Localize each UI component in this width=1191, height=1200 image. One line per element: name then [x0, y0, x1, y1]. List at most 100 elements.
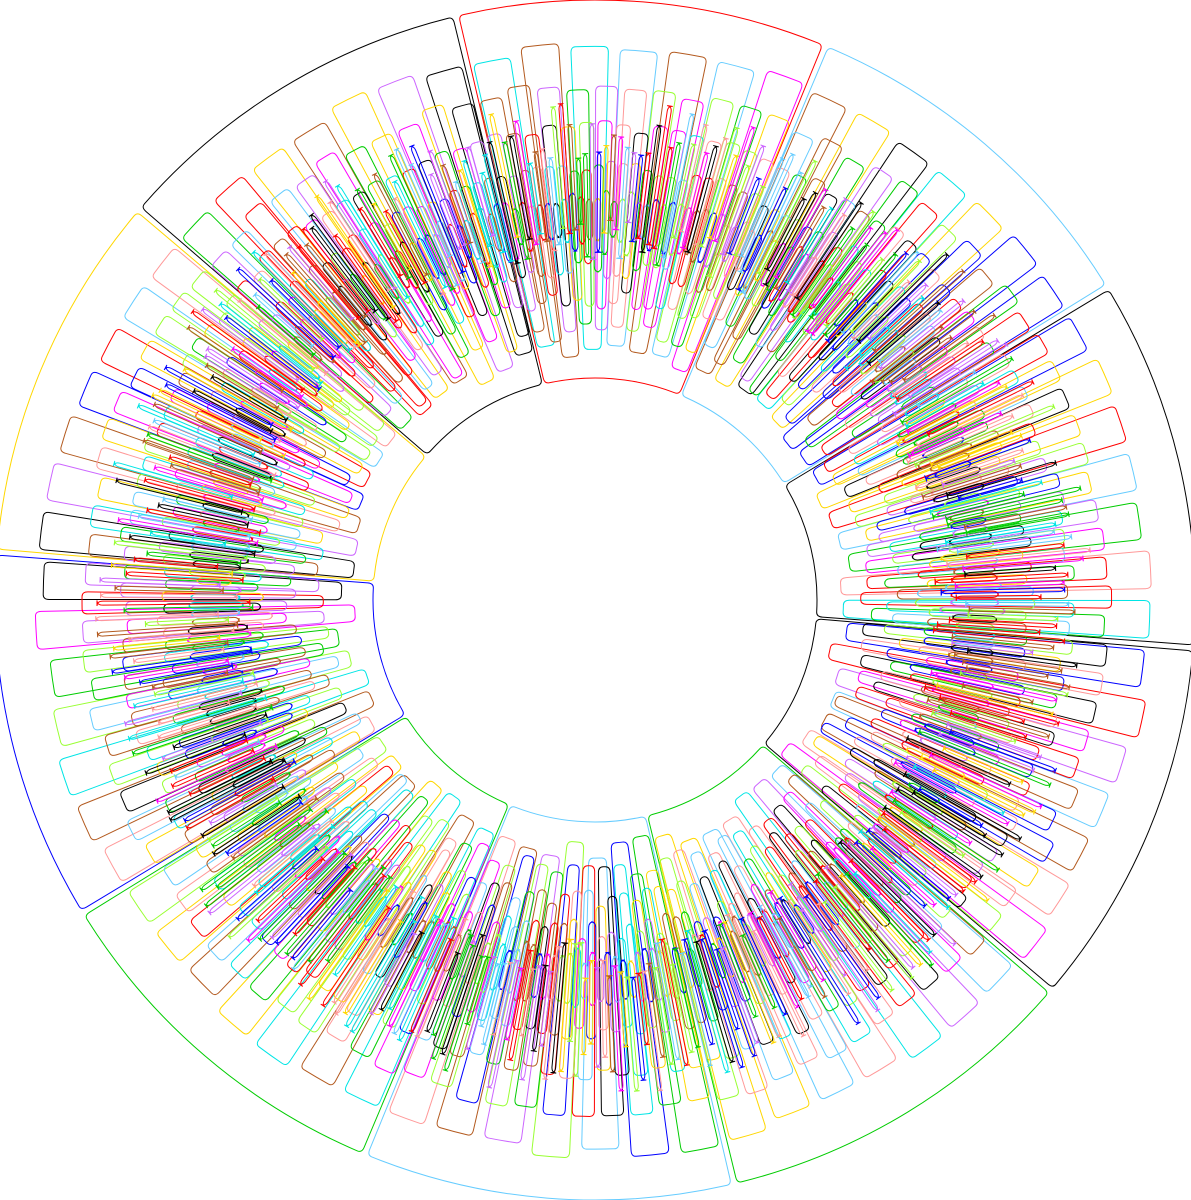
radial-loop — [734, 792, 941, 1058]
radial-loop — [617, 937, 633, 1028]
radial-loop — [857, 782, 957, 854]
spike-loop — [146, 550, 242, 567]
spike-loop — [465, 146, 497, 238]
radial-loop — [39, 511, 355, 578]
radial-loop — [398, 123, 498, 343]
radial-loop — [725, 174, 807, 327]
sector-frame — [786, 291, 1191, 646]
spike-loop — [693, 940, 736, 1064]
radial-loop — [384, 883, 444, 987]
radial-loop — [732, 178, 826, 340]
radial-loop — [452, 904, 496, 1018]
radial-loop — [230, 789, 414, 979]
radial-loop — [837, 454, 1137, 550]
radial-loop — [120, 526, 307, 564]
radial-loop — [97, 477, 324, 544]
radial-loop — [113, 391, 353, 503]
radial-loop — [643, 129, 687, 310]
radial-loop — [49, 628, 340, 697]
spike-loop — [940, 586, 1066, 596]
radial-loop — [337, 285, 373, 328]
spike-loop — [357, 206, 404, 278]
radial-loop — [91, 643, 324, 701]
radial-loop — [907, 782, 941, 804]
radial-loop — [838, 783, 972, 889]
spike-loop — [290, 269, 363, 348]
radial-loop — [789, 240, 917, 382]
radial-loop — [768, 231, 824, 317]
spike-loop — [480, 961, 508, 1046]
radial-loop — [487, 133, 536, 312]
radial-loop — [747, 897, 796, 984]
radial-loop — [621, 163, 641, 280]
radial-loop — [631, 899, 666, 1069]
radial-loop — [60, 416, 361, 534]
spike-loop — [850, 279, 912, 342]
radial-loop — [581, 857, 620, 1150]
radial-loop — [580, 962, 589, 1000]
radial-loop — [177, 679, 270, 710]
radial-loop — [733, 892, 788, 995]
radial-loop — [874, 770, 967, 831]
spike-loop — [354, 187, 412, 281]
radial-loop — [629, 51, 707, 355]
radial-loop — [820, 286, 906, 372]
radial-loop — [656, 98, 734, 343]
radial-loop — [860, 639, 1104, 696]
radial-loop — [828, 643, 1146, 738]
radial-loop — [217, 436, 278, 466]
spike-loop — [747, 910, 801, 1009]
radial-loop — [883, 624, 1073, 655]
radial-loop — [163, 554, 266, 573]
spike-loop — [297, 872, 388, 987]
radial-loop — [822, 284, 951, 399]
radial-loop — [636, 930, 658, 1029]
radial-loop — [766, 210, 870, 353]
spike-loop — [967, 611, 1059, 622]
radial-loop — [514, 871, 564, 1108]
radial-loop — [358, 228, 424, 328]
radial-loop — [653, 885, 704, 1069]
radial-loop — [191, 616, 240, 626]
radial-loop — [81, 591, 324, 615]
radial-loop — [717, 920, 746, 984]
radial-loop — [443, 933, 462, 973]
spike-loop — [124, 689, 243, 727]
radial-loop — [821, 713, 1089, 871]
radial-loop — [702, 828, 854, 1100]
sector-frame — [459, 0, 822, 394]
radial-loop — [860, 337, 941, 400]
radial-loop — [403, 206, 456, 307]
radial-loop — [862, 623, 1108, 667]
radial-loop — [597, 866, 625, 1117]
radial-loop — [866, 556, 1108, 590]
radial-loop — [840, 550, 1152, 596]
spike-loop — [150, 392, 287, 460]
radial-loop — [544, 166, 565, 276]
radial-loop — [156, 708, 309, 776]
spike-loop — [628, 154, 645, 243]
spike-loop — [386, 918, 445, 1028]
spike-loop — [638, 124, 663, 254]
radial-loop — [655, 833, 766, 1140]
radial-loop — [449, 189, 489, 288]
spike-loop — [218, 301, 324, 387]
radial-loop — [744, 215, 791, 300]
spike-loop — [168, 757, 287, 823]
radial-loop — [835, 837, 902, 904]
radial-loop — [178, 372, 327, 459]
radial-loop — [838, 313, 931, 393]
radial-loop — [673, 849, 768, 1095]
radial-loop — [473, 57, 555, 348]
radial-loop — [626, 90, 676, 332]
radial-loop — [237, 280, 374, 404]
radial-loop — [299, 318, 342, 359]
radial-loop — [362, 261, 401, 316]
sector-frame — [0, 554, 404, 909]
spike-loop — [117, 517, 259, 547]
spike-loop — [879, 308, 977, 385]
spike-loop — [172, 711, 269, 751]
radial-loop — [652, 62, 755, 358]
spike-loop — [941, 457, 1016, 488]
radial-loop — [316, 152, 463, 379]
